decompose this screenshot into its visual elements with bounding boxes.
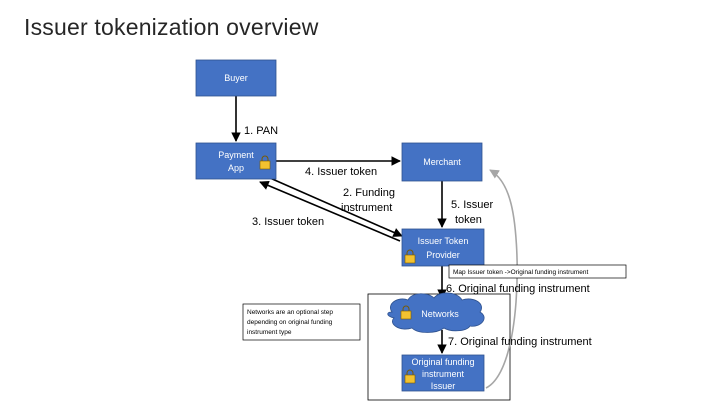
issuer-label-line3: Issuer bbox=[431, 381, 456, 391]
edge-label-5-line2: token bbox=[455, 214, 482, 226]
lock-icon bbox=[400, 305, 412, 320]
edge-label-4: 4. Issuer token bbox=[305, 166, 377, 178]
edge-label-2-line1: 2. Funding bbox=[343, 187, 395, 199]
lock-icon bbox=[404, 369, 416, 384]
token-provider-label-line1: Issuer Token bbox=[418, 236, 469, 246]
edge-label-6: 6. Original funding instrument bbox=[446, 283, 590, 295]
page-title: Issuer tokenization overview bbox=[24, 14, 319, 40]
networks-note: Networks are an optional step depending … bbox=[242, 303, 361, 341]
edge-issuer-token-return bbox=[259, 180, 401, 242]
map-note-text: Map Issuer token ->Original funding inst… bbox=[453, 269, 588, 276]
return-edge bbox=[485, 169, 518, 389]
edge-label-2-line2: instrument bbox=[341, 202, 392, 214]
networks-label: Networks bbox=[421, 309, 459, 319]
edge-label-1: 1. PAN bbox=[244, 125, 278, 137]
buyer-label: Buyer bbox=[224, 73, 248, 83]
edge-label-5-line1: 5. Issuer bbox=[451, 199, 494, 211]
merchant-node: Merchant bbox=[401, 142, 483, 182]
payment-app-node: Payment App bbox=[195, 142, 277, 180]
networks-note-line2: depending on original funding bbox=[247, 319, 333, 326]
issuer-token-provider-node: Issuer Token Provider bbox=[401, 228, 485, 267]
edge-label-3: 3. Issuer token bbox=[252, 216, 324, 228]
buyer-node: Buyer bbox=[195, 59, 277, 97]
edge-funding-instrument bbox=[269, 177, 403, 237]
edge-label-7: 7. Original funding instrument bbox=[448, 336, 592, 348]
networks-note-line3: instrument type bbox=[247, 329, 292, 336]
merchant-label: Merchant bbox=[423, 157, 461, 167]
lock-icon bbox=[404, 249, 416, 264]
issuer-label-line1: Original funding bbox=[411, 357, 474, 367]
issuer-label-line2: instrument bbox=[422, 369, 465, 379]
networks-node: Networks bbox=[387, 292, 485, 333]
token-provider-label-line2: Provider bbox=[426, 250, 460, 260]
payment-app-label-line2: App bbox=[228, 163, 244, 173]
payment-app-label-line1: Payment bbox=[218, 150, 254, 160]
lock-icon bbox=[259, 155, 271, 170]
issuer-node: Original funding instrument Issuer bbox=[401, 354, 485, 392]
map-note: Map Issuer token ->Original funding inst… bbox=[448, 264, 627, 279]
networks-note-line1: Networks are an optional step bbox=[247, 309, 333, 316]
